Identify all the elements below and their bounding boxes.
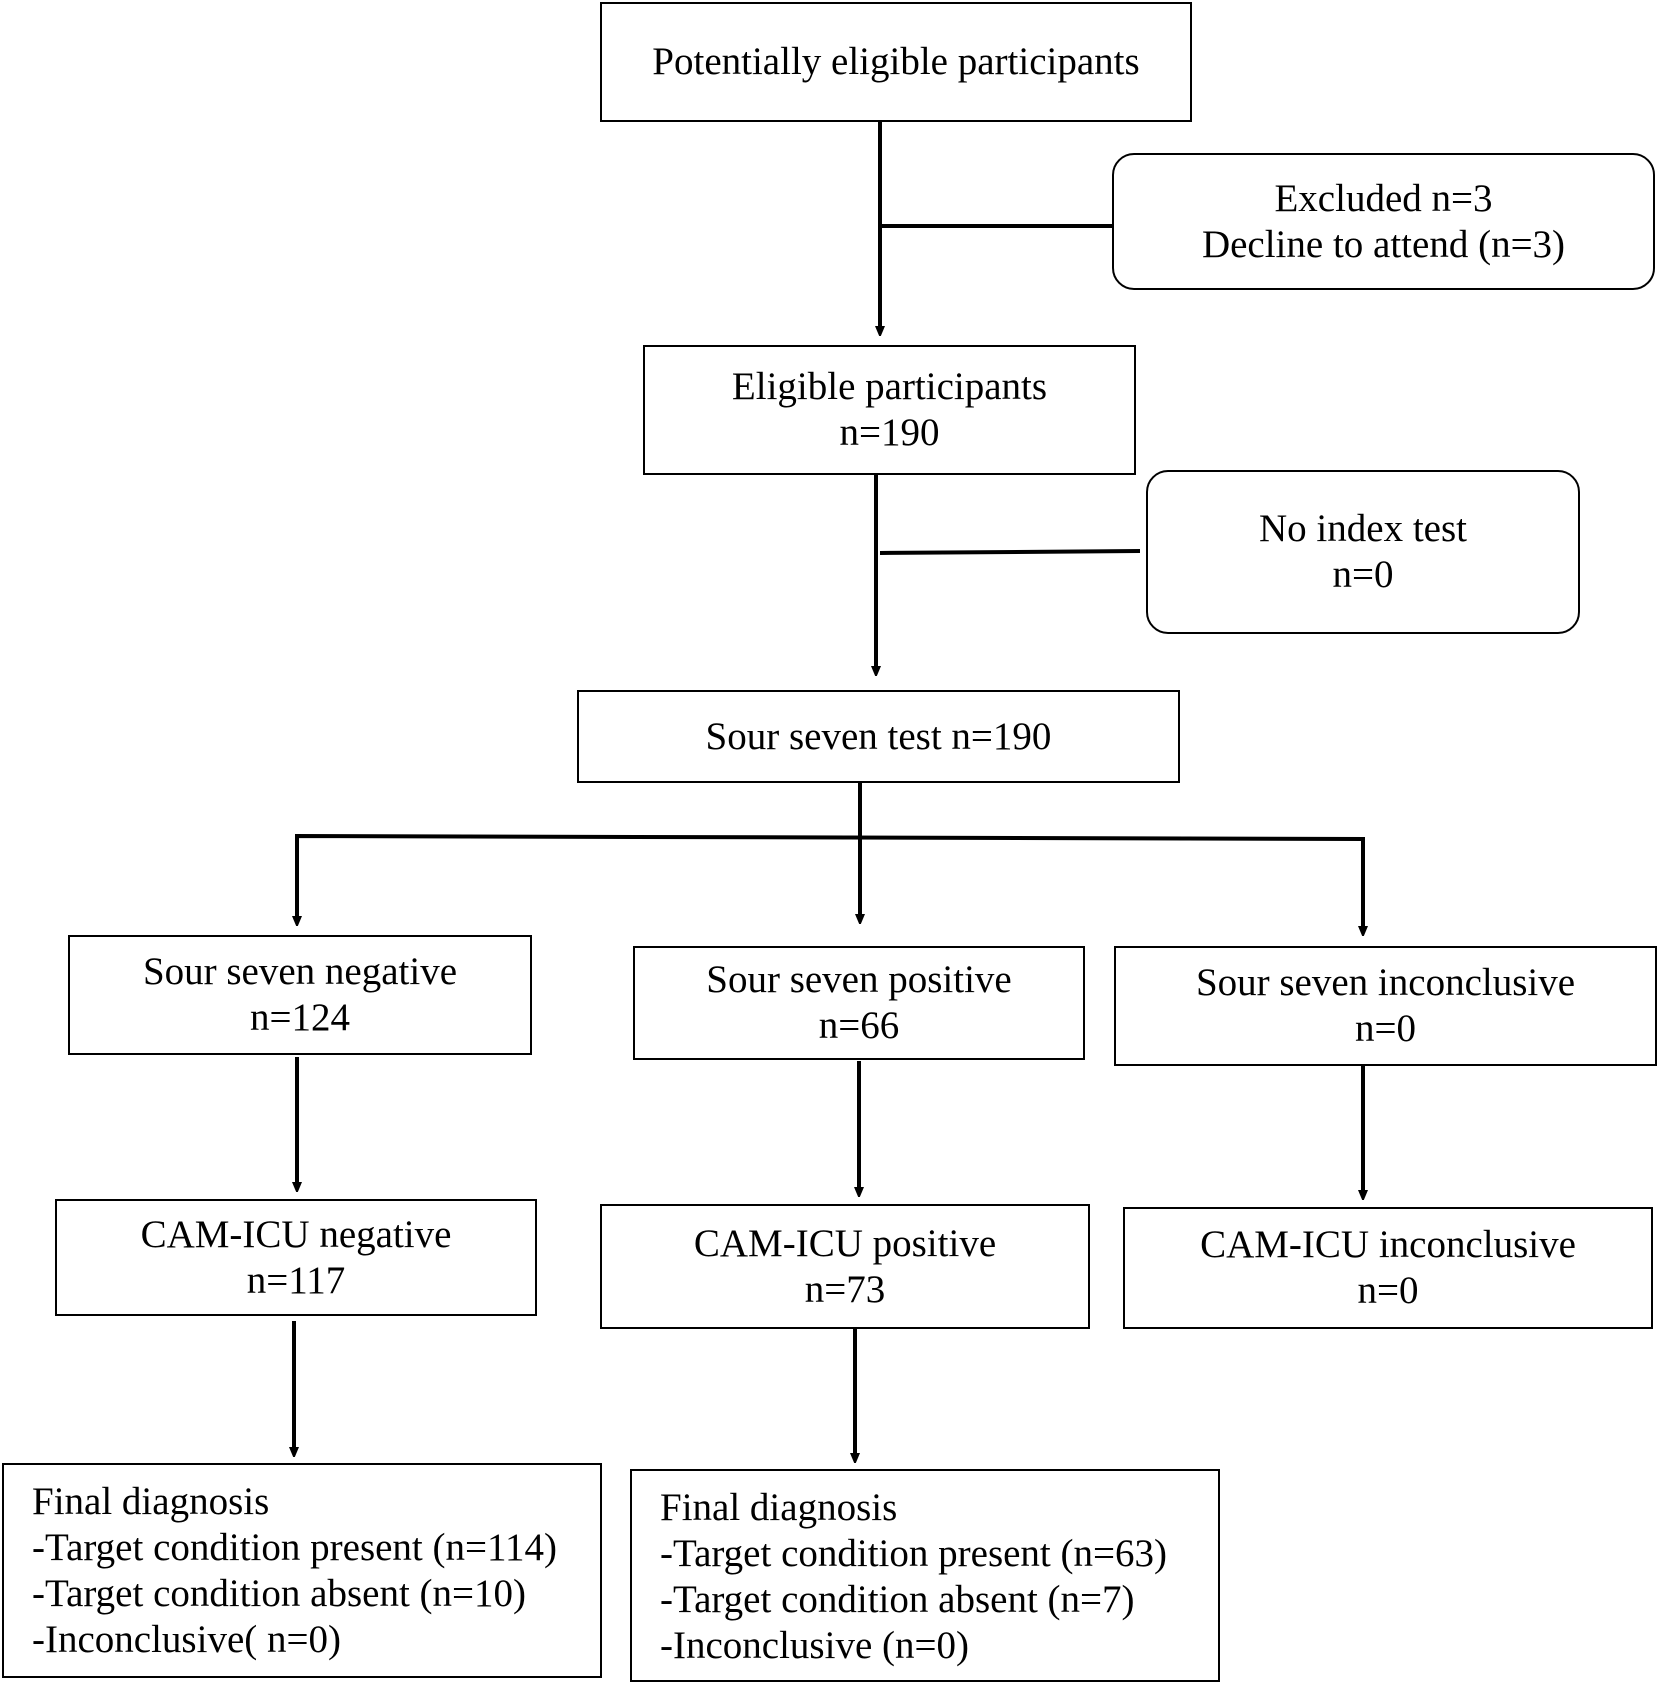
label-eligible: Eligible participants [731, 365, 1048, 408]
label-potentially-eligible: Potentially eligible participants [652, 40, 1140, 83]
label-decline-to-attend: Decline to attend (n=3) [1201, 222, 1566, 266]
final-left-title: Final diagnosis [32, 1480, 270, 1523]
label-sour-inconclusive: Sour seven inconclusive [1195, 961, 1576, 1004]
label-cam-inconclusive: CAM-ICU inconclusive [1200, 1223, 1576, 1266]
label-no-index-test: No index test [1259, 507, 1467, 550]
label-sour-seven-test: Sour seven test n=190 [705, 714, 1052, 758]
count-sour-inconclusive: n=0 [1355, 1007, 1416, 1050]
final-right-present: -Target condition present (n=63) [660, 1532, 1167, 1575]
box-sour-inconclusive: Sour seven inconclusive n=0 [1114, 946, 1657, 1066]
box-cam-inconclusive: CAM-ICU inconclusive n=0 [1123, 1207, 1653, 1329]
label-sour-positive: Sour seven positive [706, 958, 1012, 1001]
box-final-diagnosis-right: Final diagnosis -Target condition presen… [630, 1469, 1220, 1682]
box-excluded: Excluded n=3 Decline to attend (n=3) [1112, 153, 1655, 290]
count-cam-inconclusive: n=0 [1357, 1269, 1419, 1312]
box-cam-positive: CAM-ICU positive n=73 [600, 1204, 1090, 1329]
box-final-diagnosis-left: Final diagnosis -Target condition presen… [2, 1463, 602, 1678]
box-eligible: Eligible participants n=190 [643, 345, 1136, 475]
connector-no-index [879, 549, 1141, 555]
label-cam-positive: CAM-ICU positive [693, 1221, 997, 1265]
final-left-absent: -Target condition absent (n=10) [32, 1572, 526, 1615]
box-sour-seven-test: Sour seven test n=190 [577, 690, 1180, 783]
box-sour-negative: Sour seven negative n=124 [68, 935, 532, 1055]
count-cam-negative: n=117 [246, 1258, 346, 1302]
label-sour-negative: Sour seven negative [142, 950, 458, 993]
count-no-index-test: n=0 [1332, 553, 1394, 596]
final-left-present: -Target condition present (n=114) [32, 1526, 558, 1569]
final-right-inconclusive: -Inconclusive (n=0) [660, 1624, 969, 1667]
label-excluded: Excluded n=3 [1274, 176, 1493, 220]
final-right-absent: -Target condition absent (n=7) [660, 1578, 1135, 1621]
box-cam-negative: CAM-ICU negative n=117 [55, 1199, 537, 1316]
final-left-inconclusive: -Inconclusive( n=0) [32, 1618, 341, 1661]
connector-branch-bar [295, 833, 1365, 930]
final-right-title: Final diagnosis [660, 1486, 898, 1529]
box-potentially-eligible: Potentially eligible participants [600, 2, 1192, 122]
count-eligible: n=190 [839, 411, 940, 454]
count-sour-positive: n=66 [818, 1004, 900, 1047]
box-no-index-test: No index test n=0 [1146, 470, 1580, 634]
count-cam-positive: n=73 [804, 1267, 886, 1311]
box-sour-positive: Sour seven positive n=66 [633, 946, 1085, 1060]
label-cam-negative: CAM-ICU negative [140, 1212, 452, 1256]
count-sour-negative: n=124 [250, 996, 350, 1039]
